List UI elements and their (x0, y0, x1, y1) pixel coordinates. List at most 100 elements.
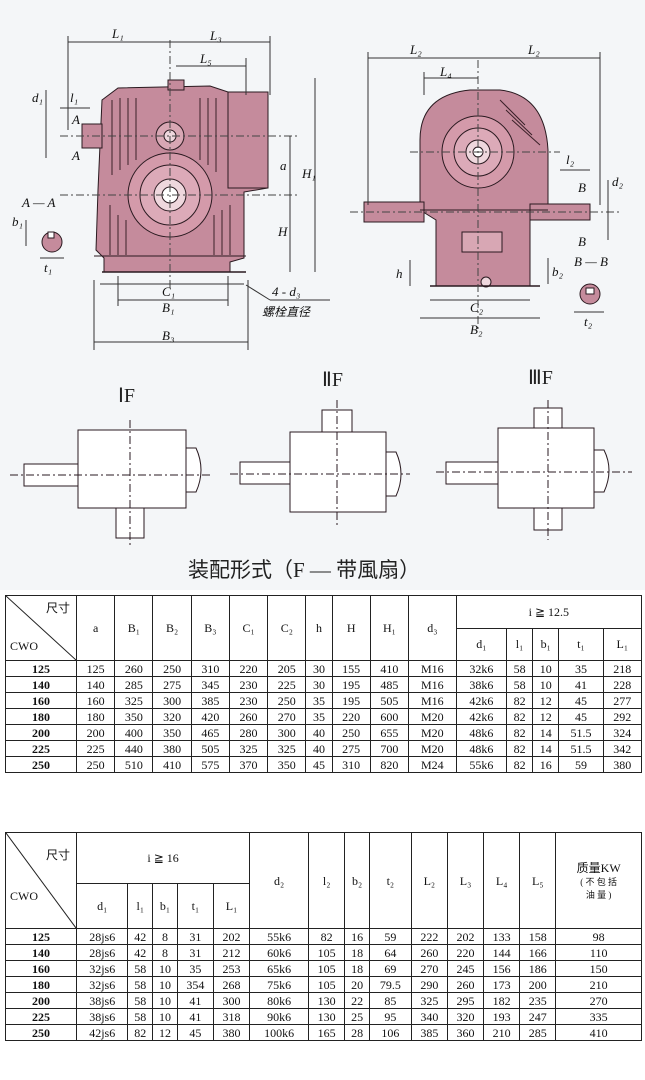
table-cell: M16 (408, 676, 457, 693)
table-cell: 32js6 (75, 976, 129, 993)
table-cell: 335 (555, 1008, 642, 1025)
dim-A-top: A (71, 112, 80, 127)
table-cell: 320 (152, 708, 192, 725)
table-cell: 10 (152, 1008, 178, 1025)
header-size-label: 尺寸 (45, 601, 70, 615)
col-l2: l₂ (308, 832, 346, 929)
table-cell: 220 (331, 708, 371, 725)
col-b1: b₁ (532, 627, 560, 661)
table-cell: 250 (152, 660, 192, 677)
dim-d3: 4 - d₃ (272, 284, 300, 299)
table-cell: 59 (558, 756, 604, 773)
table-cell: 380 (212, 1024, 251, 1041)
table-cell: 82 (505, 756, 534, 773)
table-cell: 35 (558, 660, 604, 677)
table-cell: 40 (305, 724, 333, 741)
model-cell: 140 (5, 676, 77, 693)
table-cell: 320 (446, 1008, 485, 1025)
dim-B-top: B (578, 180, 586, 195)
table-cell: 300 (152, 692, 192, 709)
table-cell: 230 (228, 692, 269, 709)
table-cell: 38js6 (75, 992, 129, 1009)
table-cell: 195 (331, 692, 371, 709)
table-cell: 325 (267, 740, 307, 757)
col-C2: C₂ (267, 595, 307, 661)
form-label-IIF: ⅡF (322, 369, 343, 391)
table-cell: 318 (212, 1008, 251, 1025)
table-cell: M24 (408, 756, 457, 773)
table-cell: 193 (483, 1008, 521, 1025)
table-cell: 202 (446, 928, 485, 945)
table-cell: 18 (344, 944, 370, 961)
table-cell: 228 (602, 676, 643, 693)
form-IF (10, 420, 210, 545)
table-cell: 277 (602, 692, 643, 709)
table-cell: 42js6 (75, 1024, 129, 1041)
dim-B3: B₃ (162, 328, 174, 343)
dim-l1: l₁ (70, 90, 78, 105)
bolt-diameter-note: 螺栓直径 (262, 305, 311, 319)
table-cell: 220 (446, 944, 485, 961)
table-cell: 160 (75, 692, 116, 709)
model-cell: 125 (5, 660, 77, 677)
table-cell: 655 (369, 724, 410, 741)
col2-l1: l₁ (127, 882, 154, 930)
table-cell: 324 (602, 724, 643, 741)
table-cell: 105 (308, 976, 346, 993)
col-d3: d₃ (408, 595, 457, 661)
drawing-svg: L₁ L₃ L₅ d₁ l₁ A A a H₁ H A — A b₁ t₁ C₁… (10, 26, 632, 582)
table-cell: 245 (446, 960, 485, 977)
section-BB: B — B (574, 254, 608, 269)
table-cell: 325 (228, 740, 269, 757)
table-cell: 222 (410, 928, 448, 945)
dim-a: a (280, 158, 287, 173)
table-cell: M20 (408, 708, 457, 725)
table-cell: 144 (483, 944, 521, 961)
dim-d1: d₁ (32, 90, 43, 105)
table-cell: M20 (408, 724, 457, 741)
table-cell: 300 (212, 992, 251, 1009)
col-L4: L₄ (483, 832, 521, 929)
dim-C1: C₁ (162, 284, 175, 299)
col-H1: H₁ (369, 595, 410, 661)
col-l1: l₁ (505, 627, 534, 661)
table-cell: 51.5 (558, 740, 604, 757)
table-cell: 31 (176, 944, 214, 961)
table-cell: 820 (369, 756, 410, 773)
table-cell: 79.5 (368, 976, 412, 993)
table-cell: 60k6 (249, 944, 310, 961)
col-H: H (331, 595, 371, 661)
table-cell: 250 (331, 724, 371, 741)
col-L1: L₁ (602, 627, 643, 661)
left-view-body (81, 79, 269, 273)
table-cell: 700 (369, 740, 410, 757)
dim-L4: L₄ (439, 64, 452, 79)
table-cell: 51.5 (558, 724, 604, 741)
table-cell: 133 (483, 928, 521, 945)
col-B3: B₃ (190, 595, 230, 661)
header-model-label: CWO (10, 639, 38, 653)
dim-L3: L₃ (209, 28, 222, 43)
group-ratio-12-5: i ≧ 12.5 (455, 595, 643, 629)
table-cell: 210 (483, 1024, 521, 1041)
table-cell: 35 (305, 708, 333, 725)
table-cell: 370 (228, 756, 269, 773)
table-cell: 30 (305, 676, 333, 693)
col-L3: L₃ (446, 832, 485, 929)
corner-diagonal-2 (6, 833, 76, 928)
dimension-table-2: 尺寸 CWO i ≧ 16 d₂ l₂ b₂ t₂ L₂ L₃ L₄ L₅ 质量… (5, 832, 642, 1041)
table-cell: 35 (176, 960, 214, 977)
table-cell: 310 (331, 756, 371, 773)
table-cell: 268 (212, 976, 251, 993)
table-cell: 505 (190, 740, 230, 757)
dim-b2: b₂ (552, 264, 564, 279)
table-cell: 225 (75, 740, 116, 757)
table-cell: 260 (228, 708, 269, 725)
dim-d2: d₂ (612, 174, 624, 189)
table-cell: 247 (519, 1008, 557, 1025)
